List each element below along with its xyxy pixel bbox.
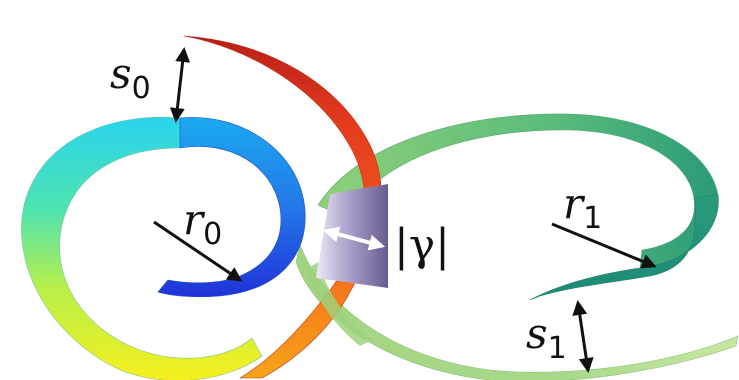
label-r0: r0 [183,195,222,252]
red-ribbon-path [183,35,382,379]
left-ribbon-outer [21,116,263,380]
label-s1: s1 [526,309,567,366]
right-ribbon-end [529,194,719,301]
label-r1: r1 [563,179,602,236]
left-ribbon-loop [21,116,306,380]
s1-double-arrow [572,300,594,373]
r1-arrow [551,222,657,269]
left-ribbon-inner [157,117,306,298]
crossing-overlap [306,262,372,346]
gamma-bar [316,184,388,288]
r0-arrow [153,220,243,282]
label-s0: s0 [110,49,151,106]
red-ribbon-band [183,35,382,379]
label-gamma: |γ| [394,220,450,271]
right-ribbon-lower [295,244,739,380]
s0-double-arrow [169,47,191,123]
gamma-double-arrow [322,226,386,251]
